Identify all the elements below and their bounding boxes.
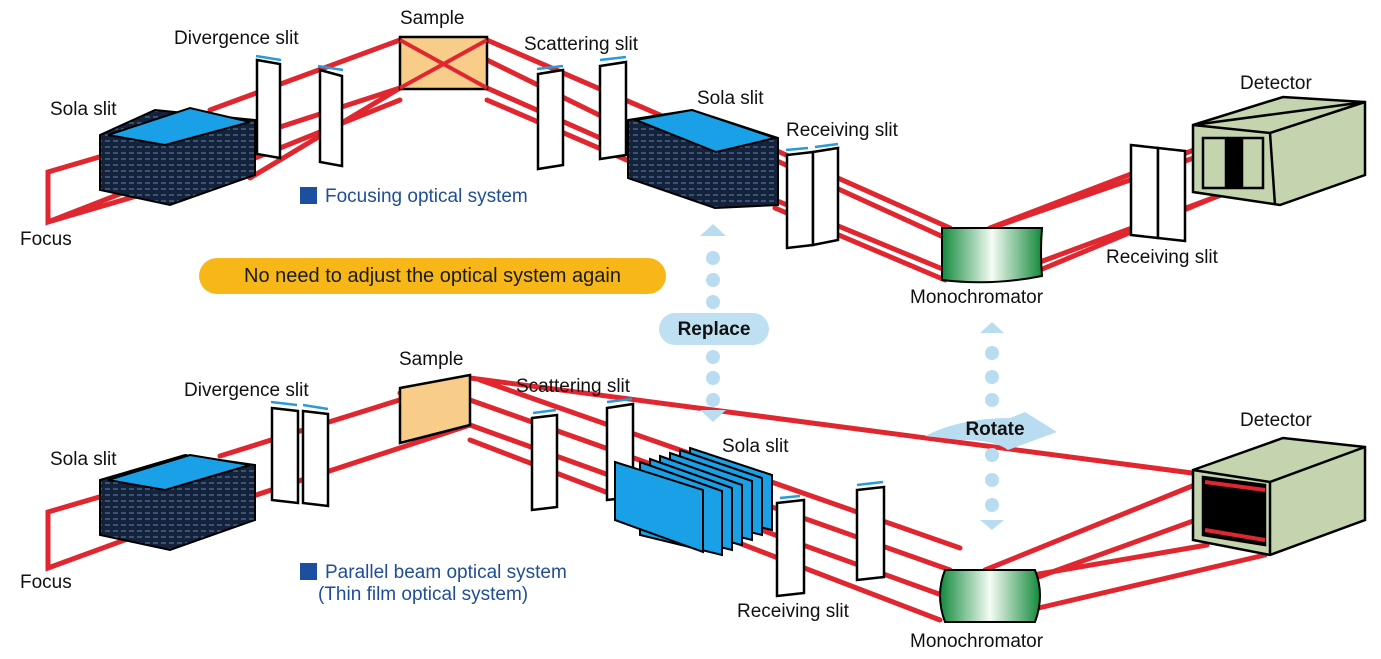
rotate-arrow: [925, 322, 1057, 530]
bottom-label-sola-slit-1: Sola slit: [50, 449, 117, 470]
bottom-divergence-slit: [270, 406, 330, 508]
bottom-label-monochromator: Monochromator: [910, 631, 1044, 652]
top-label-monochromator: Monochromator: [910, 287, 1044, 308]
top-receiving-arrows: [785, 142, 839, 152]
top-scattering-arrows: [536, 55, 627, 71]
bottom-receiving-slit: [775, 485, 886, 598]
bottom-label-sample: Sample: [399, 349, 464, 370]
top-legend-text: Focusing optical system: [325, 186, 528, 207]
bottom-sample: [398, 373, 472, 445]
top-detector: [1191, 95, 1367, 207]
top-label-scattering-slit: Scattering slit: [524, 34, 639, 55]
bottom-label-receiving-slit: Receiving slit: [737, 601, 849, 622]
legend-square-icon: [300, 563, 317, 580]
rotate-label: Rotate: [965, 418, 1025, 440]
legend-square-icon: [300, 187, 317, 204]
top-label-detector: Detector: [1240, 73, 1312, 94]
bottom-receiving-arrows: [779, 480, 884, 500]
top-receiving-slit-2: [1129, 143, 1187, 243]
no-adjust-note: No need to adjust the optical system aga…: [199, 258, 666, 294]
bottom-label-scattering-slit: Scattering slit: [516, 376, 631, 397]
top-sola-slit-1: [99, 106, 256, 207]
top-divergence-arrows: [255, 54, 344, 72]
bottom-legend-line2: (Thin film optical system): [318, 583, 529, 605]
bottom-legend-line1: Parallel beam optical system: [325, 562, 567, 583]
bottom-label-focus: Focus: [20, 572, 72, 593]
top-label-sola-slit-2: Sola slit: [697, 88, 764, 109]
top-beams: [45, 37, 1243, 283]
bottom-label-detector: Detector: [1240, 410, 1312, 431]
bottom-sola-slit-2: [614, 446, 773, 557]
bottom-label-divergence-slit: Divergence slit: [184, 380, 309, 401]
top-label-receiving-slit-1: Receiving slit: [786, 120, 898, 141]
replace-label: Replace: [659, 313, 769, 345]
bottom-scattering-arrows: [532, 397, 633, 415]
top-sola-slit-2: [627, 108, 779, 210]
bottom-sola-slit-1: [99, 453, 256, 552]
replace-arrow: [700, 224, 726, 422]
top-label-focus: Focus: [20, 229, 72, 250]
bottom-legend: Parallel beam optical system (Thin film …: [300, 562, 567, 606]
top-label-receiving-slit-2: Receiving slit: [1106, 247, 1218, 268]
top-scattering-slit: [536, 60, 628, 171]
top-legend: Focusing optical system: [300, 186, 528, 208]
bottom-label-sola-slit-2: Sola slit: [722, 436, 789, 457]
top-monochromator: [941, 227, 1044, 284]
top-label-sola-slit-1: Sola slit: [50, 99, 117, 120]
bottom-detector: [1191, 436, 1367, 557]
top-sample: [398, 35, 489, 91]
top-receiving-slit-1: [785, 146, 840, 250]
bottom-monochromator: [939, 569, 1041, 623]
bottom-divergence-arrows: [270, 400, 329, 411]
top-label-sample: Sample: [400, 8, 465, 29]
top-divergence-slit: [255, 58, 344, 168]
top-label-divergence-slit: Divergence slit: [174, 28, 299, 49]
